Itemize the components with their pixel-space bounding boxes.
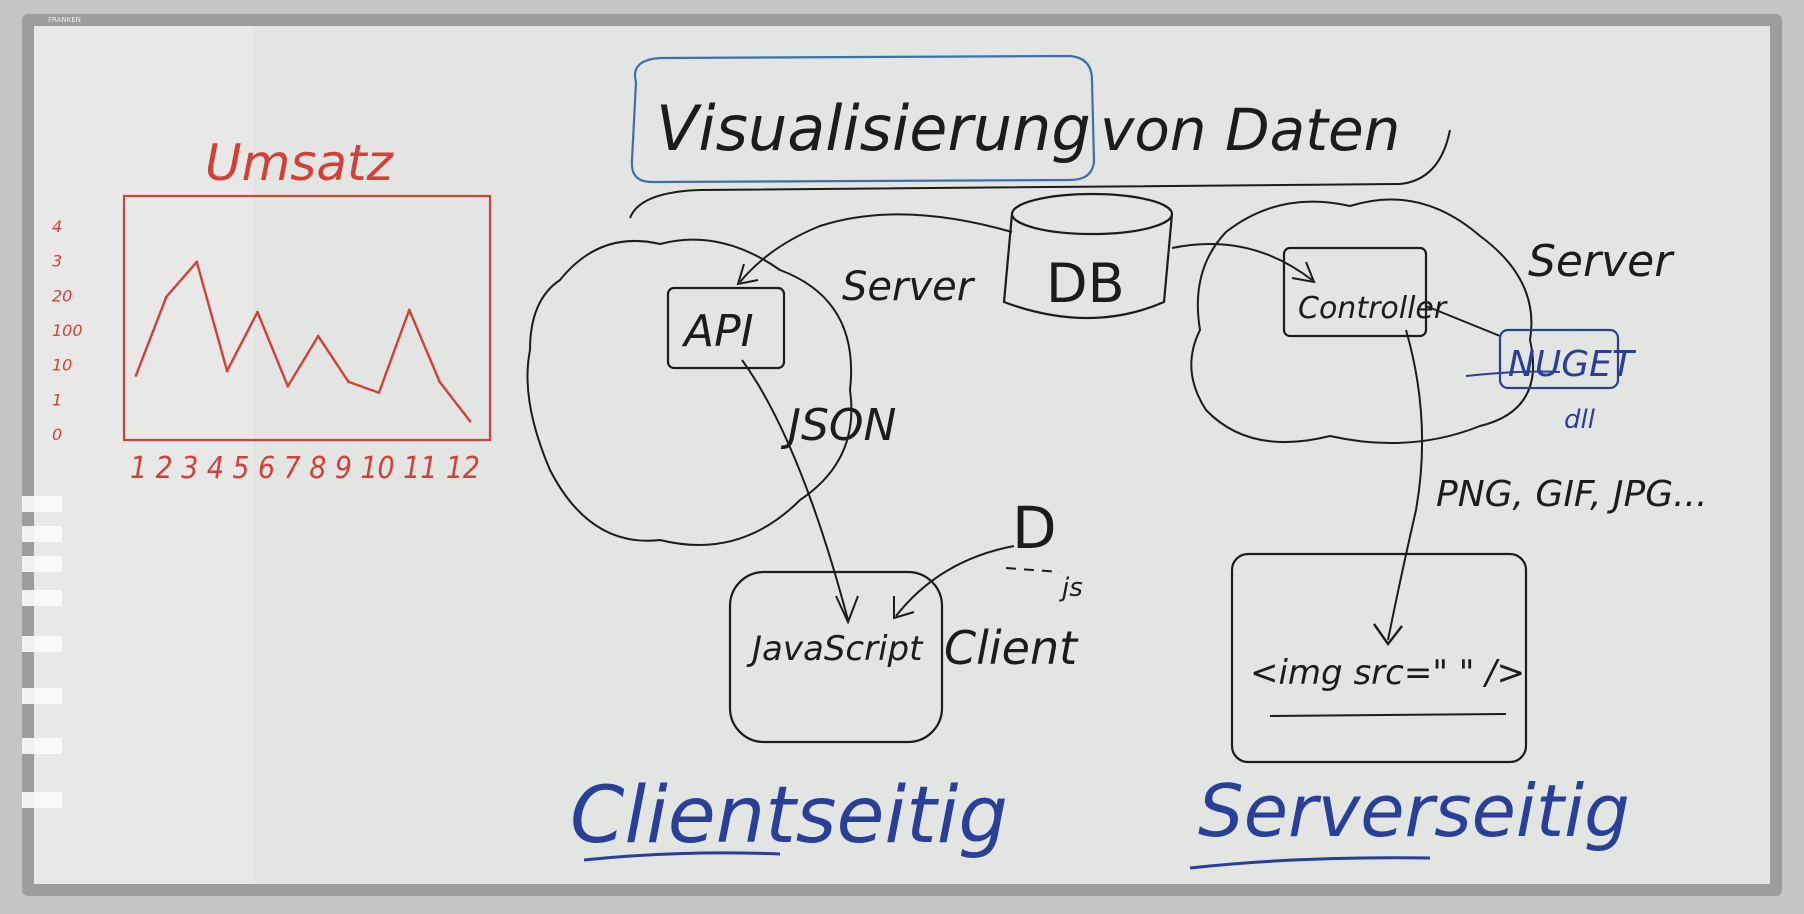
formats-label: PNG, GIF, JPG... bbox=[1436, 474, 1707, 515]
controller-to-nuget-line bbox=[1425, 305, 1501, 337]
db-label: DB bbox=[1046, 252, 1125, 315]
chart-y-tick-label: 4 bbox=[52, 217, 62, 236]
controller-to-img-arrow bbox=[1387, 329, 1424, 641]
chart-point-3 bbox=[195, 260, 199, 264]
chart-points bbox=[134, 260, 472, 423]
chart-x-tick-labels: 1 2 3 4 5 6 7 8 9 10 11 12 bbox=[130, 451, 480, 486]
serverside-diagram: Server Controller NUGET dll PNG, GIF, JP… bbox=[1171, 198, 1707, 870]
serverseitig-label: Serverseitig bbox=[1198, 769, 1630, 853]
title-underline-curve bbox=[629, 129, 1451, 219]
chart-point-6 bbox=[286, 384, 290, 388]
db-to-api-arrow bbox=[739, 213, 1013, 283]
db-to-controller-arrowhead bbox=[1291, 261, 1316, 284]
json-label: JSON bbox=[780, 400, 896, 451]
api-to-js-arrow bbox=[741, 359, 849, 621]
d3-label: D bbox=[1012, 494, 1057, 562]
browser-box bbox=[1230, 552, 1528, 764]
glare-streak bbox=[22, 738, 62, 754]
chart-y-tick-label: 0 bbox=[52, 425, 62, 444]
javascript-box bbox=[728, 570, 944, 744]
db-to-api-arrowhead bbox=[736, 263, 759, 286]
chart-y-ticks: 4 3 20 100 10 1 0 bbox=[52, 217, 83, 444]
chart-point-12 bbox=[468, 419, 472, 423]
chart-point-10 bbox=[407, 308, 411, 312]
api-label: API bbox=[681, 306, 754, 357]
server-cloud-right bbox=[1190, 198, 1535, 445]
glare-streak bbox=[22, 636, 62, 652]
client-label: Client bbox=[944, 621, 1079, 675]
title-boxed-text: Visualisierung bbox=[656, 92, 1091, 165]
edge-glare bbox=[22, 496, 62, 808]
controller-box bbox=[1282, 246, 1428, 338]
clientseitig-underline bbox=[583, 851, 781, 862]
glare-streak bbox=[22, 526, 62, 542]
chart-point-7 bbox=[316, 334, 320, 338]
chart-y-tick-label: 20 bbox=[52, 286, 72, 305]
javascript-label: JavaScript bbox=[746, 629, 924, 669]
nuget-box bbox=[1498, 328, 1620, 390]
glare-streak bbox=[22, 556, 62, 572]
d3-to-js-arrowhead bbox=[893, 596, 915, 620]
api-to-js-arrowhead bbox=[835, 595, 859, 625]
title-group: Visualisierung von Daten bbox=[629, 54, 1451, 219]
browser-line bbox=[1269, 713, 1507, 717]
chart-y-tick-label: 1 bbox=[52, 390, 62, 409]
d3-suffix: js bbox=[1059, 573, 1083, 603]
controller-label: Controller bbox=[1298, 291, 1448, 326]
chart-point-1 bbox=[134, 373, 138, 377]
controller-to-img-arrowhead bbox=[1373, 623, 1403, 647]
glare-streak bbox=[22, 688, 62, 704]
chart-y-tick-label: 100 bbox=[52, 321, 83, 340]
serverseitig-underline bbox=[1189, 856, 1431, 870]
db-body bbox=[1002, 213, 1174, 320]
api-box bbox=[666, 286, 786, 370]
chart-point-8 bbox=[347, 380, 350, 384]
chart-point-5 bbox=[256, 310, 259, 314]
server-cloud-left bbox=[526, 238, 853, 546]
clientseitig-label: Clientseitig bbox=[570, 771, 1008, 861]
nuget-label: NUGET bbox=[1508, 344, 1637, 385]
title-box bbox=[630, 54, 1096, 184]
board-glare bbox=[34, 26, 254, 884]
db-to-controller-arrow bbox=[1171, 243, 1313, 281]
d3-to-js-arrow bbox=[895, 545, 1015, 617]
db-cylinder: DB bbox=[1002, 192, 1174, 320]
server-label-left: Server bbox=[842, 264, 976, 310]
chart-point-4 bbox=[225, 369, 229, 373]
glare-streak bbox=[22, 496, 62, 512]
chart-point-2 bbox=[164, 295, 168, 299]
chart-frame bbox=[122, 194, 492, 442]
db-top bbox=[1010, 192, 1174, 236]
dll-label: dll bbox=[1564, 405, 1596, 435]
chart-y-tick-label: 10 bbox=[52, 356, 72, 375]
brand-label: FRANKEN bbox=[48, 16, 81, 24]
title-rest-text: von Daten bbox=[1100, 96, 1400, 164]
img-tag-label: <img src=" " /> bbox=[1250, 653, 1525, 693]
nuget-underline bbox=[1465, 370, 1561, 377]
clientside-diagram: API Server JSON DB JavaScript Client D j… bbox=[526, 192, 1174, 862]
glare-streak bbox=[22, 590, 62, 606]
chart-title: Umsatz bbox=[205, 134, 395, 192]
chart-point-9 bbox=[377, 391, 381, 395]
server-label-right: Server bbox=[1528, 236, 1675, 287]
chart-y-tick-label: 3 bbox=[52, 252, 62, 271]
umsatz-chart: Umsatz 4 3 20 100 10 1 0 1 2 3 4 5 6 7 8… bbox=[52, 134, 492, 486]
d3-dash bbox=[1005, 567, 1061, 573]
chart-point-11 bbox=[438, 380, 442, 384]
glare-streak bbox=[22, 792, 62, 808]
chart-series-line bbox=[134, 260, 471, 422]
